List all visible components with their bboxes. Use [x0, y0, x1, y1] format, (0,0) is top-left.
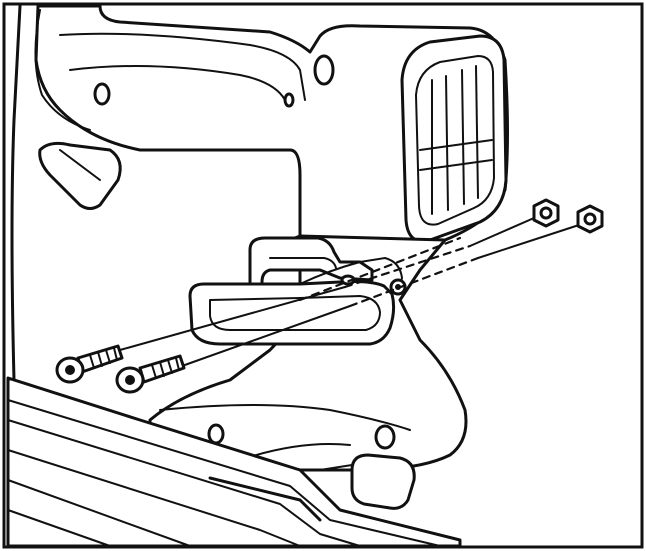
bolt-upper: [55, 344, 124, 384]
hanger-bracket-front: [188, 280, 396, 346]
handle-grip-detail: [59, 149, 101, 181]
rail-line-2: [7, 419, 361, 547]
bolt-lower: [115, 354, 186, 394]
alignment-line-nut-upper: [469, 217, 535, 247]
vent-slot-3: [461, 69, 465, 205]
hidden-bolt-path-upper: [343, 244, 472, 289]
rail-top-edge: [208, 476, 322, 522]
nut-upper: [532, 198, 560, 228]
nose-hole-left: [207, 423, 225, 445]
hanger-bracket-arm: [299, 257, 403, 295]
rail-line-3: [7, 449, 301, 547]
nose-contour-1: [159, 404, 411, 431]
hanger-bracket-slot: [269, 257, 337, 269]
rail-line-5: [7, 509, 111, 547]
hanger-bracket-back: [248, 236, 374, 302]
housing-hole-top: [313, 54, 335, 86]
housing-left-edge: [10, 4, 22, 382]
housing-mid-contour: [69, 65, 286, 101]
handle-grip: [38, 141, 122, 210]
magazine-rail: [6, 376, 462, 548]
housing-inner-contour: [34, 9, 91, 131]
rail-line-4: [7, 479, 191, 547]
nut-lower: [576, 204, 604, 234]
hidden-bolt-path-mid: [298, 236, 462, 302]
housing-upper-contour: [59, 32, 306, 101]
vent-cross-2: [419, 159, 493, 171]
vent-slot-2: [445, 75, 449, 211]
vent-cross-1: [419, 139, 493, 151]
vent-inner-frame: [415, 55, 495, 226]
alignment-line-nut-lower: [477, 223, 583, 259]
rail-line-1: [7, 399, 441, 547]
latch-detail: [319, 464, 353, 471]
housing-hole-small: [283, 92, 295, 108]
housing-hole-left: [93, 82, 111, 106]
hanger-bracket-inner: [209, 295, 381, 331]
latch-block: [350, 453, 416, 510]
alignment-line-lower: [181, 305, 351, 367]
hidden-bolt-path-lower: [348, 256, 480, 308]
vent-slot-4: [475, 65, 479, 199]
nose-hole-right: [374, 424, 396, 450]
